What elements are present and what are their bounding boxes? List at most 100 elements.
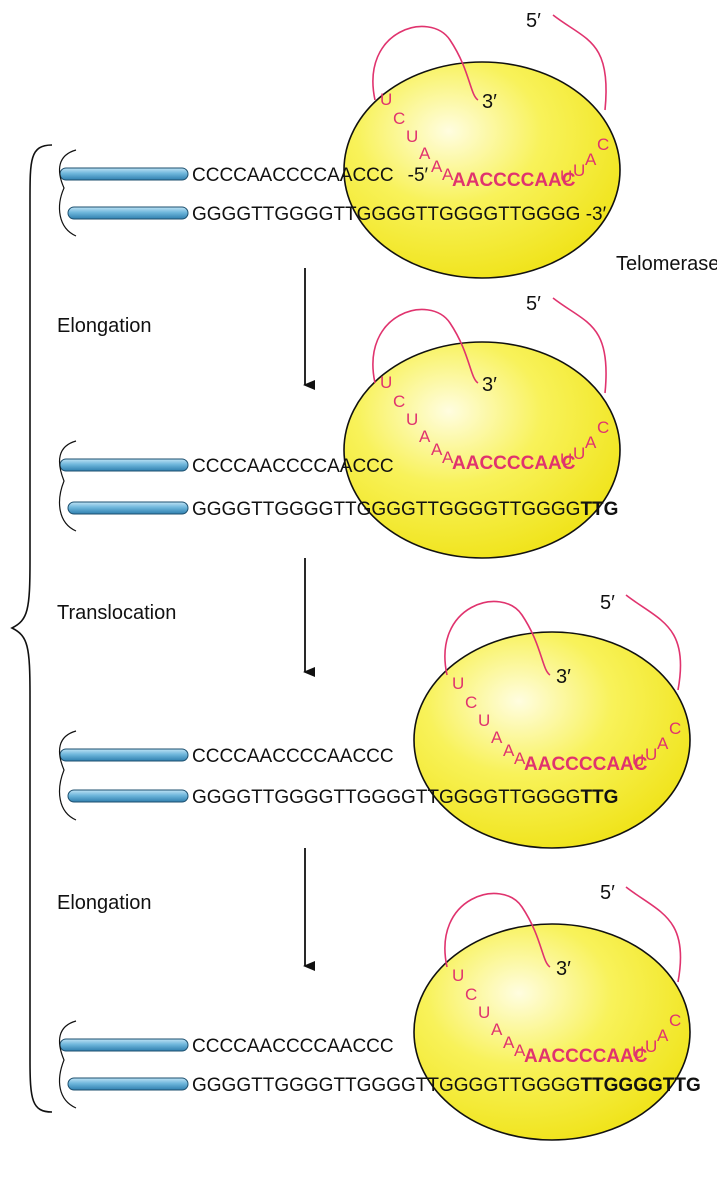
- rna-base: A: [442, 165, 454, 184]
- three-prime-label: 3′: [556, 958, 571, 980]
- rna-base: U: [573, 161, 585, 180]
- rna-template: AACCCCAAC: [524, 754, 648, 775]
- top-strand: CCCCAACCCCAACCC: [192, 746, 394, 767]
- rna-base: U: [632, 1043, 644, 1062]
- rna-base: A: [419, 427, 431, 446]
- stage-1: 5′ 3′ U C U A A A AACCCCAAC U U A C CCCC…: [58, 10, 621, 279]
- rna-base: A: [514, 749, 526, 768]
- rna-left-loop: U C U A A A: [380, 90, 454, 184]
- rna-base: U: [452, 674, 464, 693]
- dna-end-brace: [58, 1020, 77, 1109]
- dna-top-bar: [59, 458, 189, 472]
- rna-base: A: [585, 433, 597, 452]
- three-prime-label: 3′: [556, 666, 571, 688]
- label-telomerase: Telomerase: [616, 253, 717, 275]
- rna-base: U: [560, 450, 572, 469]
- telomerase-enzyme: [343, 61, 621, 279]
- dna-end-brace: [58, 440, 77, 532]
- bottom-strand: GGGGTTGGGGTTGGGGTTGGGGTTGGGGTTG: [192, 499, 618, 520]
- rna-base: U: [452, 966, 464, 985]
- rna-base: U: [406, 127, 418, 146]
- rna-base: U: [380, 90, 392, 109]
- rna-base: C: [597, 418, 609, 437]
- dna-bottom-bar: [67, 206, 189, 220]
- rna-base: A: [491, 1020, 503, 1039]
- dna-top-bar: [59, 748, 189, 762]
- label-elongation-2: Elongation: [57, 892, 152, 914]
- cycle-brace: [10, 144, 53, 1113]
- rna-base: A: [514, 1041, 526, 1060]
- label-elongation-1: Elongation: [57, 315, 152, 337]
- rna-strand: [625, 594, 682, 691]
- top-strand: CCCCAACCCCAACCC: [192, 456, 394, 477]
- rna-base: U: [645, 1037, 657, 1056]
- three-prime-label: 3′: [482, 91, 497, 113]
- rna-strand: [372, 25, 479, 101]
- rna-left-loop: U C U A A A: [380, 373, 454, 467]
- dna-end-brace: [58, 149, 77, 237]
- rna-base: C: [465, 693, 477, 712]
- stage-4: 5′ 3′ U C U A A A AACCCCAAC U U A C CCCC…: [58, 882, 701, 1141]
- rna-right-loop: U U A C: [560, 135, 609, 186]
- five-prime-label: 5′: [526, 10, 541, 32]
- rna-template: AACCCCAAC: [524, 1046, 648, 1067]
- rna-base: U: [380, 373, 392, 392]
- rna-base: C: [393, 392, 405, 411]
- rna-base: A: [503, 1033, 515, 1052]
- bottom-strand: GGGGTTGGGGTTGGGGTTGGGGTTGGGG -3′: [192, 204, 607, 225]
- rna-base: A: [585, 150, 597, 169]
- dna-bottom-bar: [67, 1077, 189, 1091]
- rna-strand: [552, 14, 607, 111]
- rna-base: U: [478, 711, 490, 730]
- rna-strand: [444, 892, 551, 968]
- five-prime-label: 5′: [526, 293, 541, 315]
- rna-base: A: [657, 734, 669, 753]
- rna-right-loop: U U A C: [632, 719, 681, 770]
- bottom-strand: GGGGTTGGGGTTGGGGTTGGGGTTGGGGTTGGGGTTG: [192, 1075, 701, 1096]
- rna-base: U: [632, 751, 644, 770]
- rna-strand: [444, 600, 551, 676]
- rna-base: C: [669, 1011, 681, 1030]
- rna-base: A: [503, 741, 515, 760]
- rna-right-loop: U U A C: [632, 1011, 681, 1062]
- rna-template: AACCCCAAC: [452, 453, 576, 474]
- rna-left-loop: U C U A A A: [452, 966, 526, 1060]
- dna-top-bar: [59, 167, 189, 181]
- rna-left-loop: U C U A A A: [452, 674, 526, 768]
- rna-base: U: [560, 167, 572, 186]
- label-translocation: Translocation: [57, 602, 176, 624]
- rna-base: A: [419, 144, 431, 163]
- dna-end-brace: [58, 730, 77, 821]
- five-prime-label: 5′: [600, 592, 615, 614]
- rna-strand: [552, 297, 607, 394]
- rna-base: C: [393, 109, 405, 128]
- rna-base: A: [657, 1026, 669, 1045]
- three-prime-label: 3′: [482, 374, 497, 396]
- five-prime-label: 5′: [600, 882, 615, 904]
- rna-base: C: [597, 135, 609, 154]
- rna-template: AACCCCAAC: [452, 170, 576, 191]
- bottom-strand: GGGGTTGGGGTTGGGGTTGGGGTTGGGGTTG: [192, 787, 618, 808]
- dna-bottom-bar: [67, 501, 189, 515]
- rna-base: C: [465, 985, 477, 1004]
- top-strand: CCCCAACCCCAACCC-5′: [192, 165, 429, 186]
- dna-top-bar: [59, 1038, 189, 1052]
- stage-3: 5′ 3′ U C U A A A AACCCCAAC U U A C CCCC…: [58, 592, 691, 849]
- rna-base: A: [431, 157, 443, 176]
- rna-base: U: [406, 410, 418, 429]
- rna-base: U: [573, 444, 585, 463]
- rna-base: A: [431, 440, 443, 459]
- telomerase-enzyme: [413, 923, 691, 1141]
- rna-right-loop: U U A C: [560, 418, 609, 469]
- rna-strand: [625, 886, 682, 983]
- telomerase-enzyme: [343, 341, 621, 559]
- stage-2: 5′ 3′ U C U A A A AACCCCAAC U U A C CCCC…: [58, 293, 621, 559]
- rna-strand: [372, 308, 479, 384]
- rna-base: A: [491, 728, 503, 747]
- dna-bottom-bar: [67, 789, 189, 803]
- rna-base: C: [669, 719, 681, 738]
- rna-base: U: [645, 745, 657, 764]
- top-strand: CCCCAACCCCAACCC: [192, 1036, 394, 1057]
